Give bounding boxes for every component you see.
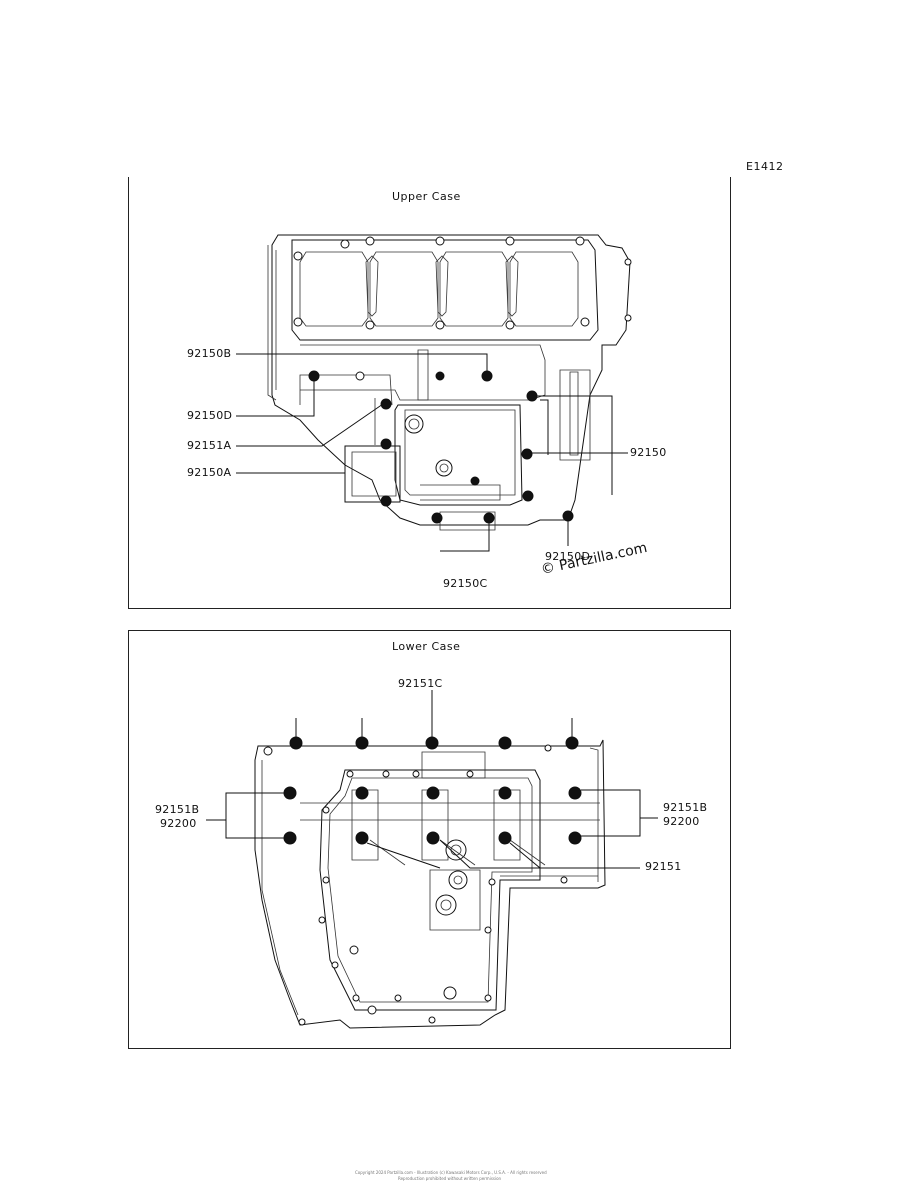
label-92150C: 92150C (443, 577, 488, 590)
label-92151B-left: 92151B (155, 803, 200, 816)
label-92151C: 92151C (398, 677, 443, 690)
upper-case-title: Upper Case (392, 190, 461, 203)
label-92150B: 92150B (187, 347, 232, 360)
label-92151B-right: 92151B (663, 801, 708, 814)
label-92151: 92151 (645, 860, 682, 873)
upper-case-panel (128, 177, 731, 609)
label-92150A: 92150A (187, 466, 232, 479)
label-92150: 92150 (630, 446, 667, 459)
lower-case-title: Lower Case (392, 640, 461, 653)
label-92200-left: 92200 (160, 817, 197, 830)
label-92150D-left: 92150D (187, 409, 233, 422)
diagram-code: E1412 (746, 160, 784, 173)
label-92151A: 92151A (187, 439, 232, 452)
footer-copyright-line1: Copyright 2024 Partzilla.com - Illustrat… (355, 1170, 547, 1175)
footer-copyright-line2: Reproduction prohibited without written … (398, 1176, 502, 1181)
label-92200-right: 92200 (663, 815, 700, 828)
label-92150D-bottom: 92150D (545, 550, 591, 563)
